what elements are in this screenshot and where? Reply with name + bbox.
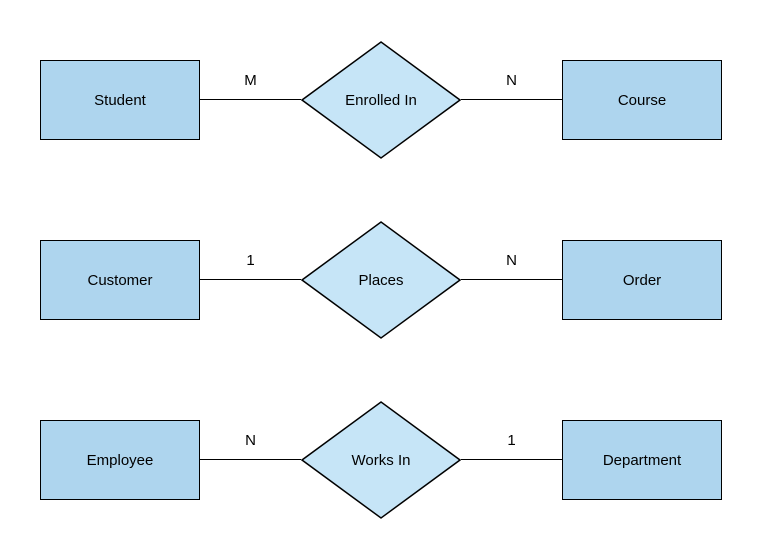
cardinality-label-right: 1: [507, 432, 516, 449]
relationship-enrolled-in[interactable]: Enrolled In: [301, 41, 461, 159]
entity-employee[interactable]: Employee: [40, 420, 200, 500]
connector-line-left: [200, 99, 301, 100]
connector-line-left: [200, 279, 301, 280]
entity-label: Student: [94, 91, 146, 109]
cardinality-label-left: N: [245, 432, 256, 449]
connector-line-right: [461, 279, 562, 280]
cardinality-label-left: 1: [246, 252, 255, 269]
connector-line-right: [461, 99, 562, 100]
entity-label: Employee: [86, 451, 154, 469]
diamond-shape: [301, 401, 461, 519]
entity-label: Department: [602, 451, 682, 469]
cardinality-label-left: M: [244, 72, 257, 89]
entity-label: Course: [617, 91, 667, 109]
entity-course[interactable]: Course: [562, 60, 722, 140]
relationship-works-in[interactable]: Works In: [301, 401, 461, 519]
entity-student[interactable]: Student: [40, 60, 200, 140]
cardinality-label-right: N: [506, 252, 517, 269]
entity-department[interactable]: Department: [562, 420, 722, 500]
relationship-label: Places: [358, 271, 404, 289]
relationship-label: Enrolled In: [345, 91, 417, 109]
cardinality-label-right: N: [506, 72, 517, 89]
entity-label: Customer: [87, 271, 153, 289]
diamond-shape: [301, 41, 461, 159]
connector-line-left: [200, 459, 301, 460]
entity-customer[interactable]: Customer: [40, 240, 200, 320]
diamond-shape: [301, 221, 461, 339]
connector-line-right: [461, 459, 562, 460]
relationship-places[interactable]: Places: [301, 221, 461, 339]
entity-order[interactable]: Order: [562, 240, 722, 320]
entity-label: Order: [622, 271, 662, 289]
relationship-label: Works In: [351, 451, 411, 469]
